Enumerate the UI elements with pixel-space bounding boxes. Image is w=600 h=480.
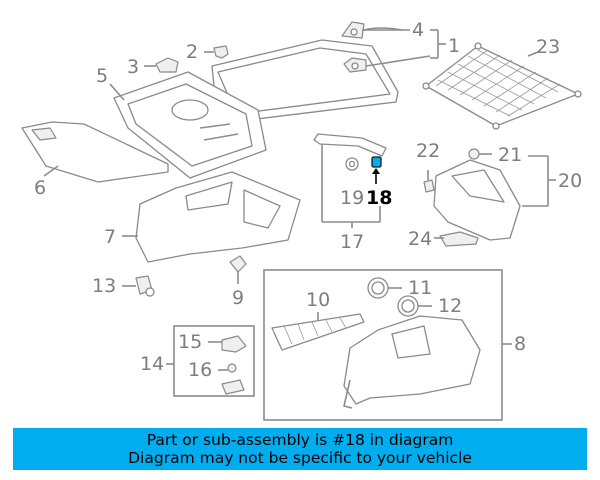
callout-15: 15 bbox=[178, 331, 202, 353]
part-23-cargo-net[interactable] bbox=[422, 42, 582, 130]
part-18-clip-highlighted[interactable] bbox=[371, 156, 382, 184]
part-5-tray[interactable] bbox=[109, 71, 267, 179]
part-10-net[interactable] bbox=[271, 312, 365, 351]
part-21-fastener[interactable] bbox=[468, 148, 492, 160]
callout-12: 12 bbox=[438, 295, 462, 317]
leader-4-1 bbox=[362, 29, 446, 67]
callout-5: 5 bbox=[96, 65, 108, 87]
parts-diagram: 1 2 3 4 5 6 7 8 9 10 11 12 13 14 15 16 1… bbox=[21, 19, 582, 421]
part-12-ring[interactable] bbox=[397, 295, 432, 317]
bracket-17 bbox=[321, 144, 381, 228]
callout-8: 8 bbox=[514, 333, 526, 355]
callout-14: 14 bbox=[140, 353, 164, 375]
callout-19: 19 bbox=[340, 187, 364, 209]
banner-line-2: Diagram may not be specific to your vehi… bbox=[128, 449, 472, 467]
part-4-latch[interactable] bbox=[341, 21, 403, 73]
part-2-clip[interactable] bbox=[204, 45, 229, 59]
callout-17: 17 bbox=[340, 231, 364, 253]
bracket-20 bbox=[522, 155, 556, 207]
info-banner: Part or sub-assembly is #18 in diagram D… bbox=[13, 428, 587, 470]
callout-7: 7 bbox=[104, 226, 116, 248]
part-14-group-box bbox=[166, 325, 255, 397]
callout-21: 21 bbox=[498, 144, 522, 166]
callout-3: 3 bbox=[127, 56, 139, 78]
part-19-clip[interactable] bbox=[345, 157, 359, 171]
part-11-ring[interactable] bbox=[367, 277, 402, 299]
banner-line-1: Part or sub-assembly is #18 in diagram bbox=[146, 431, 454, 449]
callout-24: 24 bbox=[408, 228, 432, 250]
part-9-clip[interactable] bbox=[229, 255, 247, 284]
part-7-left-trim[interactable] bbox=[122, 171, 301, 263]
callout-11: 11 bbox=[408, 277, 432, 299]
callout-2: 2 bbox=[186, 41, 198, 63]
part-16-screw[interactable] bbox=[218, 363, 245, 395]
part-3-bracket[interactable] bbox=[144, 57, 179, 73]
callout-10: 10 bbox=[306, 289, 330, 311]
part-8-right-trim[interactable] bbox=[343, 315, 481, 409]
callout-16: 16 bbox=[188, 359, 212, 381]
part-24-bracket[interactable] bbox=[434, 231, 479, 247]
part-13-fastener[interactable] bbox=[122, 275, 155, 297]
part-17-trim-strip[interactable] bbox=[313, 133, 387, 157]
callout-4: 4 bbox=[412, 19, 424, 41]
part-22-clip[interactable] bbox=[423, 170, 435, 193]
part-15-cover[interactable] bbox=[208, 335, 247, 353]
part-8-assembly-box bbox=[263, 269, 512, 421]
callout-13: 13 bbox=[92, 275, 116, 297]
callout-18-highlighted: 18 bbox=[366, 187, 392, 209]
part-20-right-panel[interactable] bbox=[433, 159, 521, 241]
callout-22: 22 bbox=[416, 140, 440, 162]
part-6-floor-board[interactable] bbox=[21, 121, 169, 183]
callout-23: 23 bbox=[536, 36, 560, 58]
callout-1: 1 bbox=[448, 35, 460, 57]
callout-6: 6 bbox=[34, 177, 46, 199]
callout-20: 20 bbox=[558, 170, 582, 192]
callout-9: 9 bbox=[232, 287, 244, 309]
